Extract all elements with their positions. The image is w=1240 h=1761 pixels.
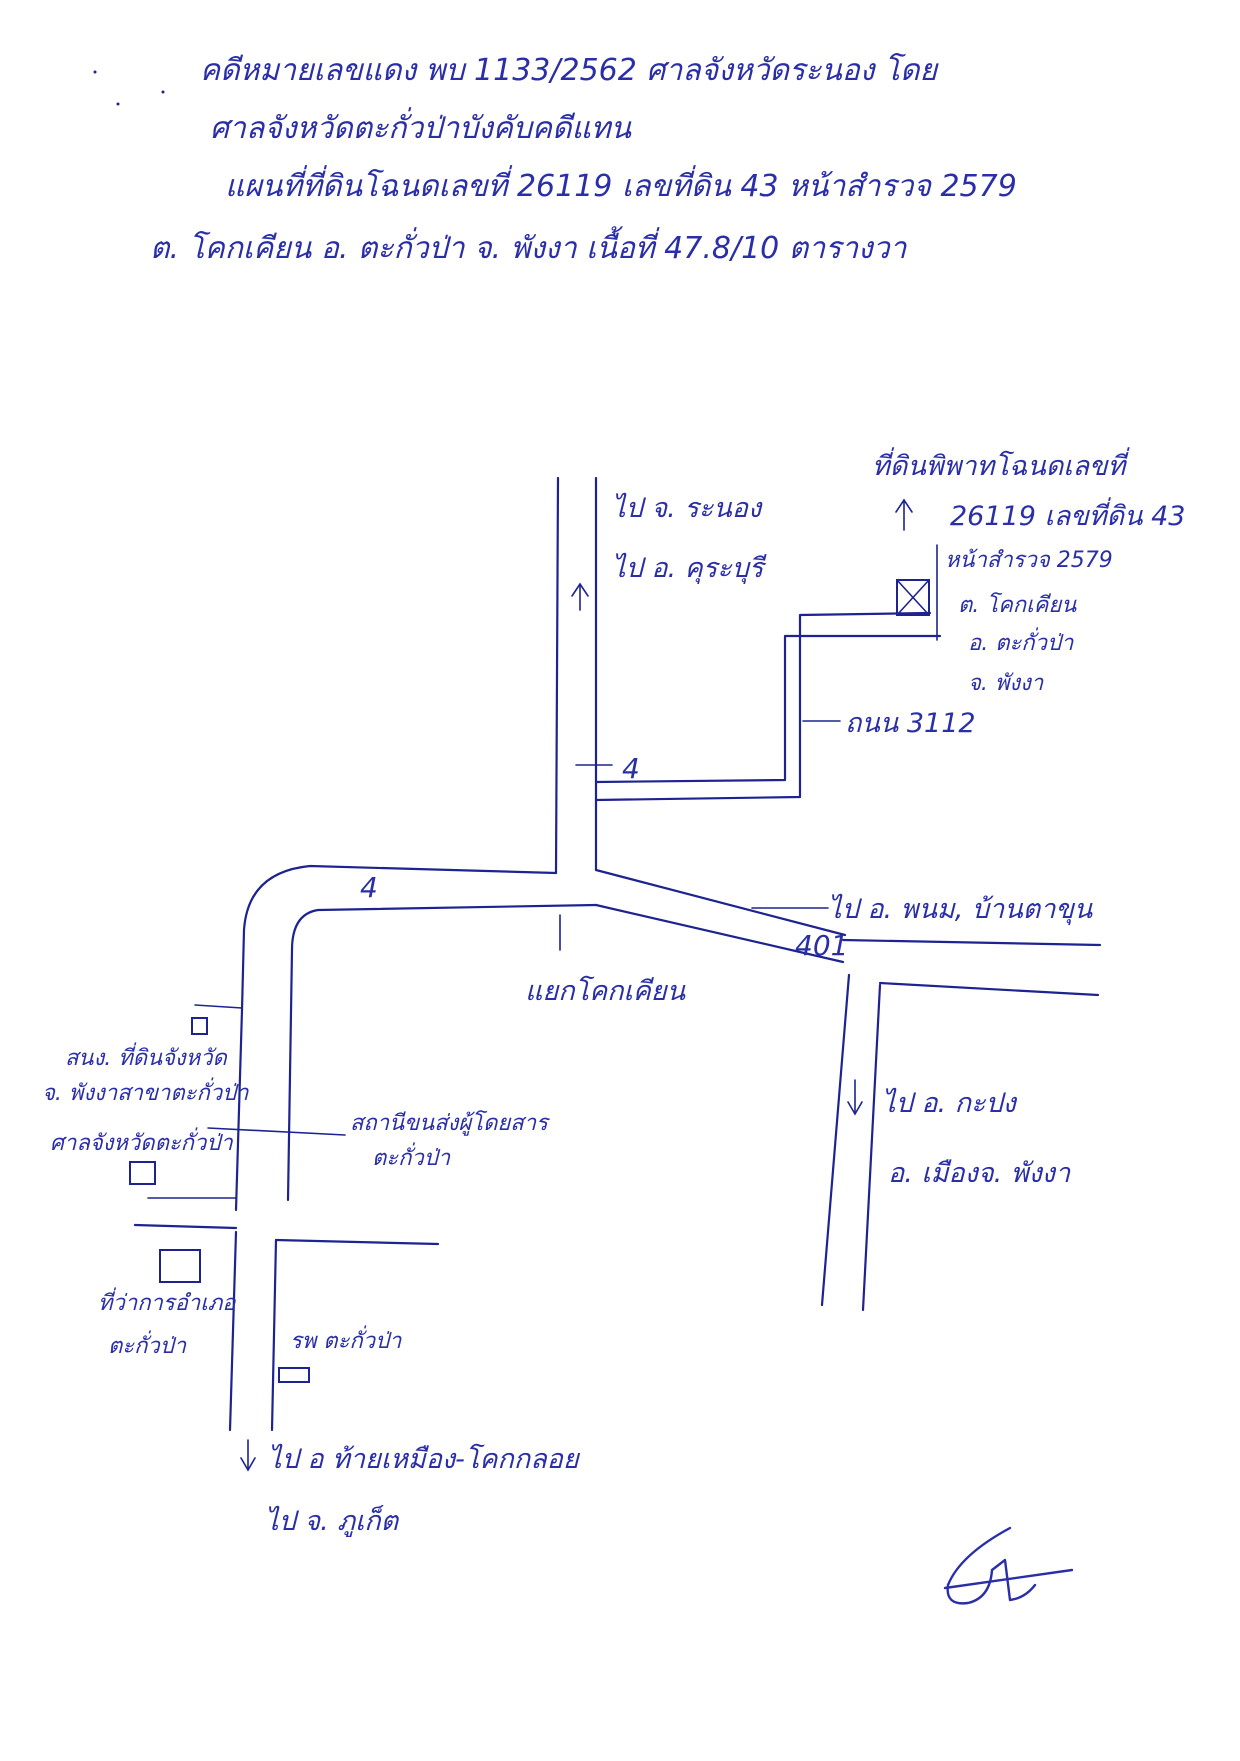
land-office-box-icon <box>191 1017 208 1035</box>
header-location-line: ต. โคกเคียน อ. ตะกั่วป่า จ. พังงา เนื้อท… <box>150 226 908 266</box>
road-4-north-left-edge <box>554 476 560 875</box>
target-land-box-icon <box>896 579 930 616</box>
stray-dot <box>161 90 165 94</box>
target-cross-b <box>896 579 930 616</box>
signature-mark: ธร <box>0 0 1074 1605</box>
south-arrow-icon <box>240 1457 256 1472</box>
target-label-2: 26119 เลขที่ดิน 43 <box>950 497 1185 532</box>
target-label-4: ต. โคกเคียน <box>958 592 1077 618</box>
bus-label-2: ตะกั่วป่า <box>372 1142 451 1171</box>
cross-road-east-north-edge <box>274 1238 440 1246</box>
road-east-south-edge <box>878 981 1100 997</box>
junction-label: แยกโคกเคียน <box>525 975 687 1007</box>
road-401-label: 401 <box>795 929 848 962</box>
road-401-north-edge <box>594 868 847 937</box>
south-east-label-1: ไป อ. กะปง <box>882 1087 1018 1119</box>
stray-dot <box>116 102 120 106</box>
header-court-line: ศาลจังหวัดตะกั่วป่าบังคับคดีแทน <box>210 107 633 146</box>
bus-label-1: สถานีขนส่งผู้โดยสาร <box>350 1110 551 1136</box>
road-south-east-edge <box>270 1238 278 1432</box>
road-4-north-label: 4 <box>622 752 640 785</box>
road-kapong-east-edge <box>861 983 882 1312</box>
road-401-south-edge <box>594 903 845 964</box>
target-label-1: ที่ดินพิพาทโฉนดเลขที่ <box>872 447 1130 482</box>
left-label-land-office: สนง. ที่ดินจังหวัด <box>65 1042 229 1071</box>
left-label-land-office-branch: จ. พังงาสาขาตะกั่วป่า <box>42 1077 249 1106</box>
target-arrow-icon <box>895 498 913 513</box>
road-3112-inner-edge <box>594 611 932 802</box>
court-box-icon <box>129 1161 156 1185</box>
signature-stroke <box>946 1526 1037 1605</box>
road-4-west-outer-edge <box>240 864 558 1012</box>
north-label-ranong: ไป จ. ระนอง <box>612 492 763 524</box>
north-label-kuraburi: ไป อ. คุระบุรี <box>612 552 767 585</box>
signature-text: ธร <box>0 0 2 1</box>
south-east-label-2: อ. เมืองจ. พังงา <box>888 1158 1071 1189</box>
hospital-label: รพ ตะกั่วป่า <box>290 1325 402 1354</box>
road-south-west-edge <box>228 1230 238 1432</box>
signature-underline <box>943 1568 1074 1590</box>
stray-dot <box>93 70 97 74</box>
target-label-3: หน้าสำรวจ 2579 <box>945 548 1113 573</box>
header-case-line: คดีหมายเลขแดง พบ 1133/2562 ศาลจังหวัดระน… <box>200 52 940 88</box>
road-4-west-inner-edge <box>286 903 598 1202</box>
south-label-1: ไป อ ท้ายเหมือง-โคกกลอย <box>268 1443 581 1475</box>
district-label-1: ที่ว่าการอำเภอ <box>98 1287 236 1316</box>
left-label-court: ศาลจังหวัดตะกั่วป่า <box>50 1127 233 1156</box>
south-label-2: ไป จ. ภูเก็ต <box>265 1505 400 1538</box>
cross-road-west-north-edge <box>133 1223 238 1230</box>
kapong-arrow-icon <box>847 1101 863 1116</box>
road-4-south-upper-west-edge <box>234 1008 244 1212</box>
road-3112-outer-edge <box>594 634 942 784</box>
north-arrow-icon <box>571 582 589 597</box>
east-label: ไป อ. พนม, บ้านตาขุน <box>828 893 1094 926</box>
road-kapong-west-edge <box>820 973 851 1307</box>
road-3112-label: ถนน 3112 <box>845 708 976 739</box>
target-label-6: จ. พังงา <box>968 671 1044 696</box>
land-office-edge <box>194 1004 243 1009</box>
road-east-north-edge <box>841 938 1102 947</box>
bus-terminal-leader <box>207 1127 346 1136</box>
road-4-west-label: 4 <box>360 871 378 904</box>
district-office-box-icon <box>159 1249 201 1283</box>
hospital-box-icon <box>278 1367 310 1383</box>
header-deed-line: แผนที่ที่ดินโฉนดเลขที่ 26119 เลขที่ดิน 4… <box>225 165 1017 204</box>
target-label-5: อ. ตะกั่วป่า <box>968 627 1074 656</box>
district-label-2: ตะกั่วป่า <box>108 1330 187 1359</box>
